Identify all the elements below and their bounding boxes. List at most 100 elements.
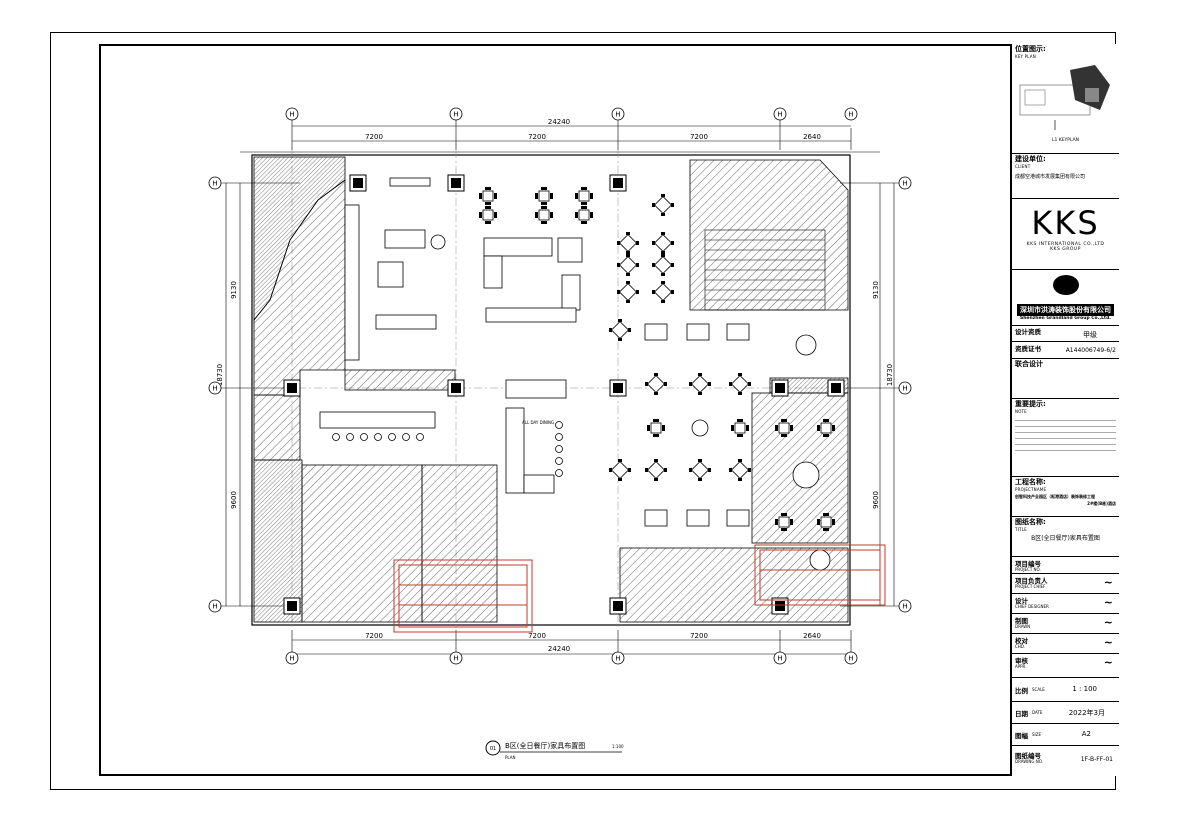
title-label: 图纸名称: — [1015, 518, 1046, 526]
notice-en: NOTE — [1015, 409, 1027, 414]
dim-total-bottom: 24240 — [548, 645, 570, 653]
drawing-plan-label: PLAN — [505, 755, 515, 760]
drawn-row: 制图 DRAWN ~ — [1012, 614, 1119, 634]
kks-group: KKS GROUP — [1050, 247, 1081, 252]
notice-text-lines — [1015, 415, 1116, 451]
key-plan-cell: 位置图示: KEY PLAN L1 KEYPLAN — [1012, 44, 1119, 154]
dim-bottom-4: 2640 — [803, 632, 821, 640]
checked-signature: ~ — [1103, 636, 1113, 649]
dim-total-top: 24240 — [548, 118, 570, 126]
joint-design-label: 联合设计 — [1015, 360, 1043, 368]
title-en: TITLE — [1015, 527, 1027, 532]
size-value: A2 — [1081, 730, 1091, 738]
certificate-label: 资质证书 — [1015, 345, 1041, 353]
round-tables — [691, 334, 831, 571]
title-block: 位置图示: KEY PLAN L1 KEYPLAN 建设单位: CLIENT 成… — [1010, 44, 1119, 776]
qualification-value: 甲级 — [1083, 331, 1097, 339]
approval-stamp-left — [393, 559, 533, 633]
dim-top-2: 7200 — [528, 133, 546, 141]
designer-row: 设计 CHIEF DESIGNER ~ — [1012, 594, 1119, 614]
floor-plan: H 24240 7200 7200 7200 2640 7200 7200 — [208, 107, 912, 760]
project-sub: 2#楼(B栋)酒店 — [1087, 501, 1116, 506]
client-label: 建设单位: — [1015, 155, 1046, 163]
qualification-row: 设计资质 甲级 — [1012, 325, 1119, 342]
dim-bottom-1: 7200 — [365, 632, 383, 640]
approval-stamp-right — [754, 544, 886, 606]
kitchen-counters — [319, 177, 583, 494]
key-plan-thumbnail — [1019, 65, 1110, 130]
qualification-label: 设计资质 — [1015, 328, 1041, 336]
checked-label: 校对 — [1015, 637, 1028, 645]
drawn-signature: ~ — [1103, 616, 1113, 629]
project-chief-row: 项目负责人 PROJECT CHIEF ~ — [1012, 574, 1119, 594]
zone-label: ALL DAY DINING — [522, 420, 554, 425]
designer-signature: ~ — [1103, 596, 1113, 609]
drawing-title-mark: 01 B区(全日餐厅)家具布置图 PLAN 1:100 — [485, 740, 624, 760]
grandland-logo-block: 深圳市洪涛装饰股份有限公司 Shenzhen Grandland Group C… — [1012, 269, 1119, 326]
drawing-title: B区(全日餐厅)家具布置图 — [505, 741, 585, 750]
dim-left-total: 18730 — [216, 364, 224, 386]
drawing-scale: 1:100 — [612, 744, 624, 749]
approved-label: 审核 — [1015, 657, 1028, 665]
scale-row: 比例 SCALE 1 : 100 — [1012, 678, 1119, 702]
dim-top-4: 2640 — [803, 133, 821, 141]
drawing-no-en: DRAWING NO. — [1015, 759, 1043, 764]
project-cell: 工程名称: PROJECTNAME 创智科技产业园区（枢港酒店）装饰装修工程 2… — [1012, 477, 1119, 517]
designer-en: CHIEF DESIGNER — [1015, 604, 1049, 609]
certificate-value: A144006749-6/2 — [1065, 347, 1116, 354]
project-chief-en: PROJECT CHIEF — [1015, 584, 1046, 589]
stair — [704, 229, 826, 311]
date-label: 日期 — [1015, 710, 1028, 718]
svg-text:01: 01 — [490, 746, 496, 752]
dimension-top — [240, 112, 880, 153]
checked-row: 校对 CHD. ~ — [1012, 634, 1119, 654]
scale-value: 1 : 100 — [1072, 685, 1097, 693]
size-en: SIZE — [1032, 732, 1041, 737]
project-label: 工程名称: — [1015, 478, 1046, 486]
drawing-no-row: 图纸编号 DRAWING NO. 1F-B-FF-01 — [1012, 746, 1119, 772]
client-en: CLIENT — [1015, 164, 1031, 169]
scale-label: 比例 — [1015, 687, 1028, 695]
date-en: DATE — [1032, 710, 1043, 715]
project-no-label: 项目编号 — [1015, 560, 1041, 568]
grandland-logo-icon — [1052, 275, 1079, 295]
axis-bubbles-top — [285, 107, 858, 121]
date-value: 2022年3月 — [1068, 709, 1105, 717]
dim-right-2: 9600 — [872, 491, 880, 509]
designer-label: 设计 — [1015, 597, 1028, 605]
project-name: 创智科技产业园区（枢港酒店）装饰装修工程 — [1015, 494, 1095, 499]
scale-en: SCALE — [1032, 687, 1045, 692]
dim-right-total: 18730 — [886, 364, 894, 386]
dim-top-1: 7200 — [365, 133, 383, 141]
drawn-label: 制图 — [1015, 617, 1028, 625]
dim-right-1: 9130 — [872, 281, 880, 299]
approved-signature: ~ — [1103, 656, 1113, 669]
notice-label: 重要提示: — [1015, 400, 1046, 408]
dim-top-3: 7200 — [690, 133, 708, 141]
drawing-no-value: 1F-B-FF-01 — [1080, 756, 1113, 763]
dim-bottom-2: 7200 — [528, 632, 546, 640]
client-name: 成都空港城市发展集团有限公司 — [1015, 174, 1086, 180]
hatched-zones — [253, 156, 849, 623]
project-en: PROJECTNAME — [1015, 487, 1047, 492]
project-chief-label: 项目负责人 — [1015, 577, 1048, 585]
kks-logo-block: KKS KKS INTERNATIONAL CO.,LTD KKS GROUP — [1012, 199, 1119, 270]
grandland-name-en: Shenzhen Grandland Group Co.,Ltd. — [1019, 316, 1112, 321]
project-no-en: PROJECT NO. — [1015, 567, 1041, 572]
bar-stools — [332, 421, 563, 477]
project-no-row: 项目编号 PROJECT NO. — [1012, 557, 1119, 574]
drawing-no-label: 图纸编号 — [1015, 752, 1041, 760]
kks-logo: KKS — [1031, 204, 1100, 242]
grandland-name-cn: 深圳市洪涛装饰股份有限公司 — [1017, 304, 1114, 316]
dim-left-1: 9130 — [230, 281, 238, 299]
project-chief-signature: ~ — [1103, 576, 1113, 589]
notice-cell: 重要提示: NOTE — [1012, 399, 1119, 477]
dimension-sides — [220, 182, 900, 607]
approved-en: APPR. — [1015, 664, 1027, 669]
key-plan-label: 位置图示: — [1015, 45, 1046, 53]
title-value: B区(全日餐厅)家具布置图 — [1031, 535, 1100, 542]
dim-bottom-3: 7200 — [690, 632, 708, 640]
certificate-row: 资质证书 A144006749-6/2 — [1012, 342, 1119, 359]
approved-row: 审核 APPR. ~ — [1012, 654, 1119, 678]
key-plan-caption: L1 KEYPLAN — [1051, 138, 1080, 143]
